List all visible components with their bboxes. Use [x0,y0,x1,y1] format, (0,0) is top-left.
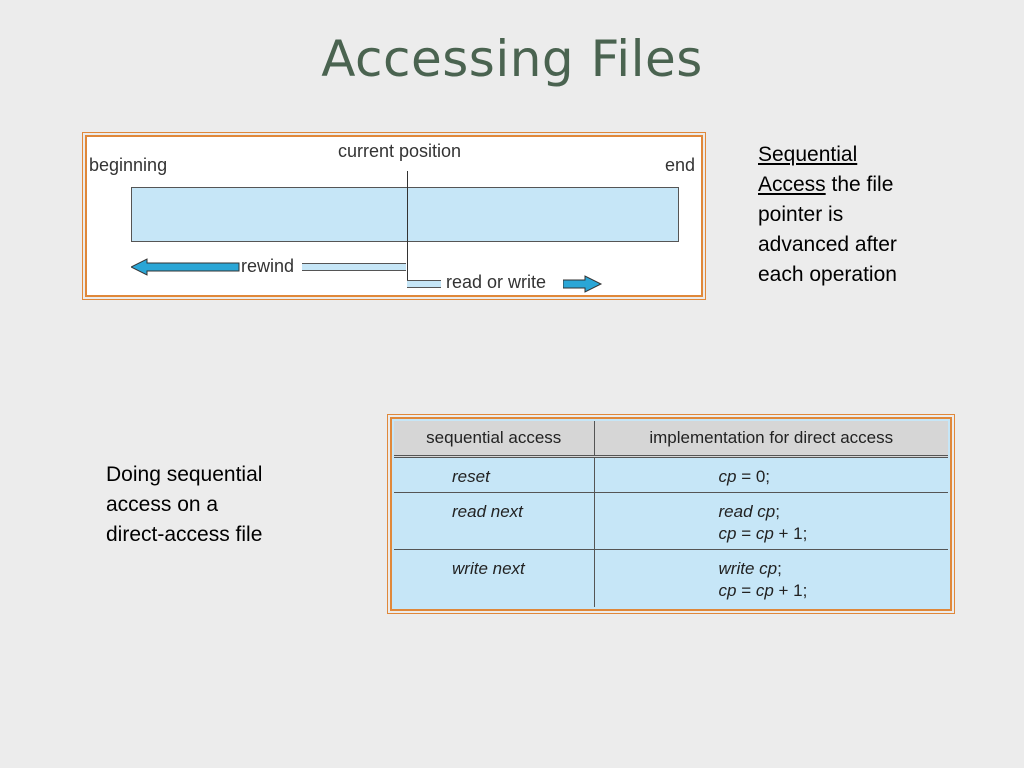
table-row: reset cp = 0; [394,456,948,494]
direct-access-table-figure: sequential access implementation for dir… [387,414,955,614]
impl-rest: + 1; [773,581,808,601]
impl-rest: = [736,524,756,544]
row-impl-write-next: write cp; cp = cp + 1; [594,550,948,607]
table-row: read next read cp; cp = cp + 1; [394,492,948,551]
direct-note-line1: Doing sequential [106,463,263,486]
table-header-row: sequential access implementation for dir… [394,421,948,458]
read-write-rail [407,280,441,288]
row-impl-read-next: read cp; cp = cp + 1; [594,492,948,551]
label-end: end [665,155,696,175]
sequential-term-line2: Access [758,173,826,196]
table-row: write next write cp; cp = cp + 1; [394,549,948,607]
impl-rest: + 1; [773,524,808,544]
header-sequential-access: sequential access [394,421,595,458]
impl-var: cp [718,581,737,601]
file-tape [131,187,679,242]
impl-rest: ; [777,559,782,579]
impl-var: cp [718,524,737,544]
sequential-note-line3: pointer is [758,203,844,226]
read-write-arrow-icon [563,275,603,293]
impl-rest: = [736,581,756,601]
sequential-note-line5: each operation [758,263,897,286]
label-current-position: current position [338,141,462,161]
impl-var: cp [755,581,774,601]
direct-note-line2: access on a [106,493,219,516]
label-rewind: rewind [241,256,295,276]
sequential-note-line4: advanced after [758,233,897,256]
label-read-or-write: read or write [446,272,547,292]
impl-rest: ; [775,502,780,522]
header-implementation: implementation for direct access [594,421,948,458]
row-impl-reset: cp = 0; [594,456,948,494]
sequential-access-note: Sequential Access the file pointer is ad… [758,140,897,290]
rewind-arrow-icon [131,258,240,276]
direct-note-line3: direct-access file [106,523,263,546]
sequential-note-rest: the file [825,173,894,196]
impl-var: cp [755,524,774,544]
impl-var: read cp [718,502,776,522]
label-beginning: beginning [89,155,168,175]
row-op-read-next: read next [394,492,595,551]
slide-title: Accessing Files [321,30,703,88]
impl-rest: = 0; [736,467,771,486]
impl-var: write cp [718,559,778,579]
sequential-term-line1: Sequential [758,143,858,166]
impl-var: cp [718,467,737,486]
sequential-access-diagram: beginning current position end rewind re… [82,132,706,300]
row-op-reset: reset [394,456,595,494]
row-op-write-next: write next [394,549,595,607]
current-position-marker [407,171,408,281]
direct-access-table: sequential access implementation for dir… [394,421,948,607]
rewind-rail [302,263,406,271]
direct-access-note: Doing sequential access on a direct-acce… [106,460,262,550]
